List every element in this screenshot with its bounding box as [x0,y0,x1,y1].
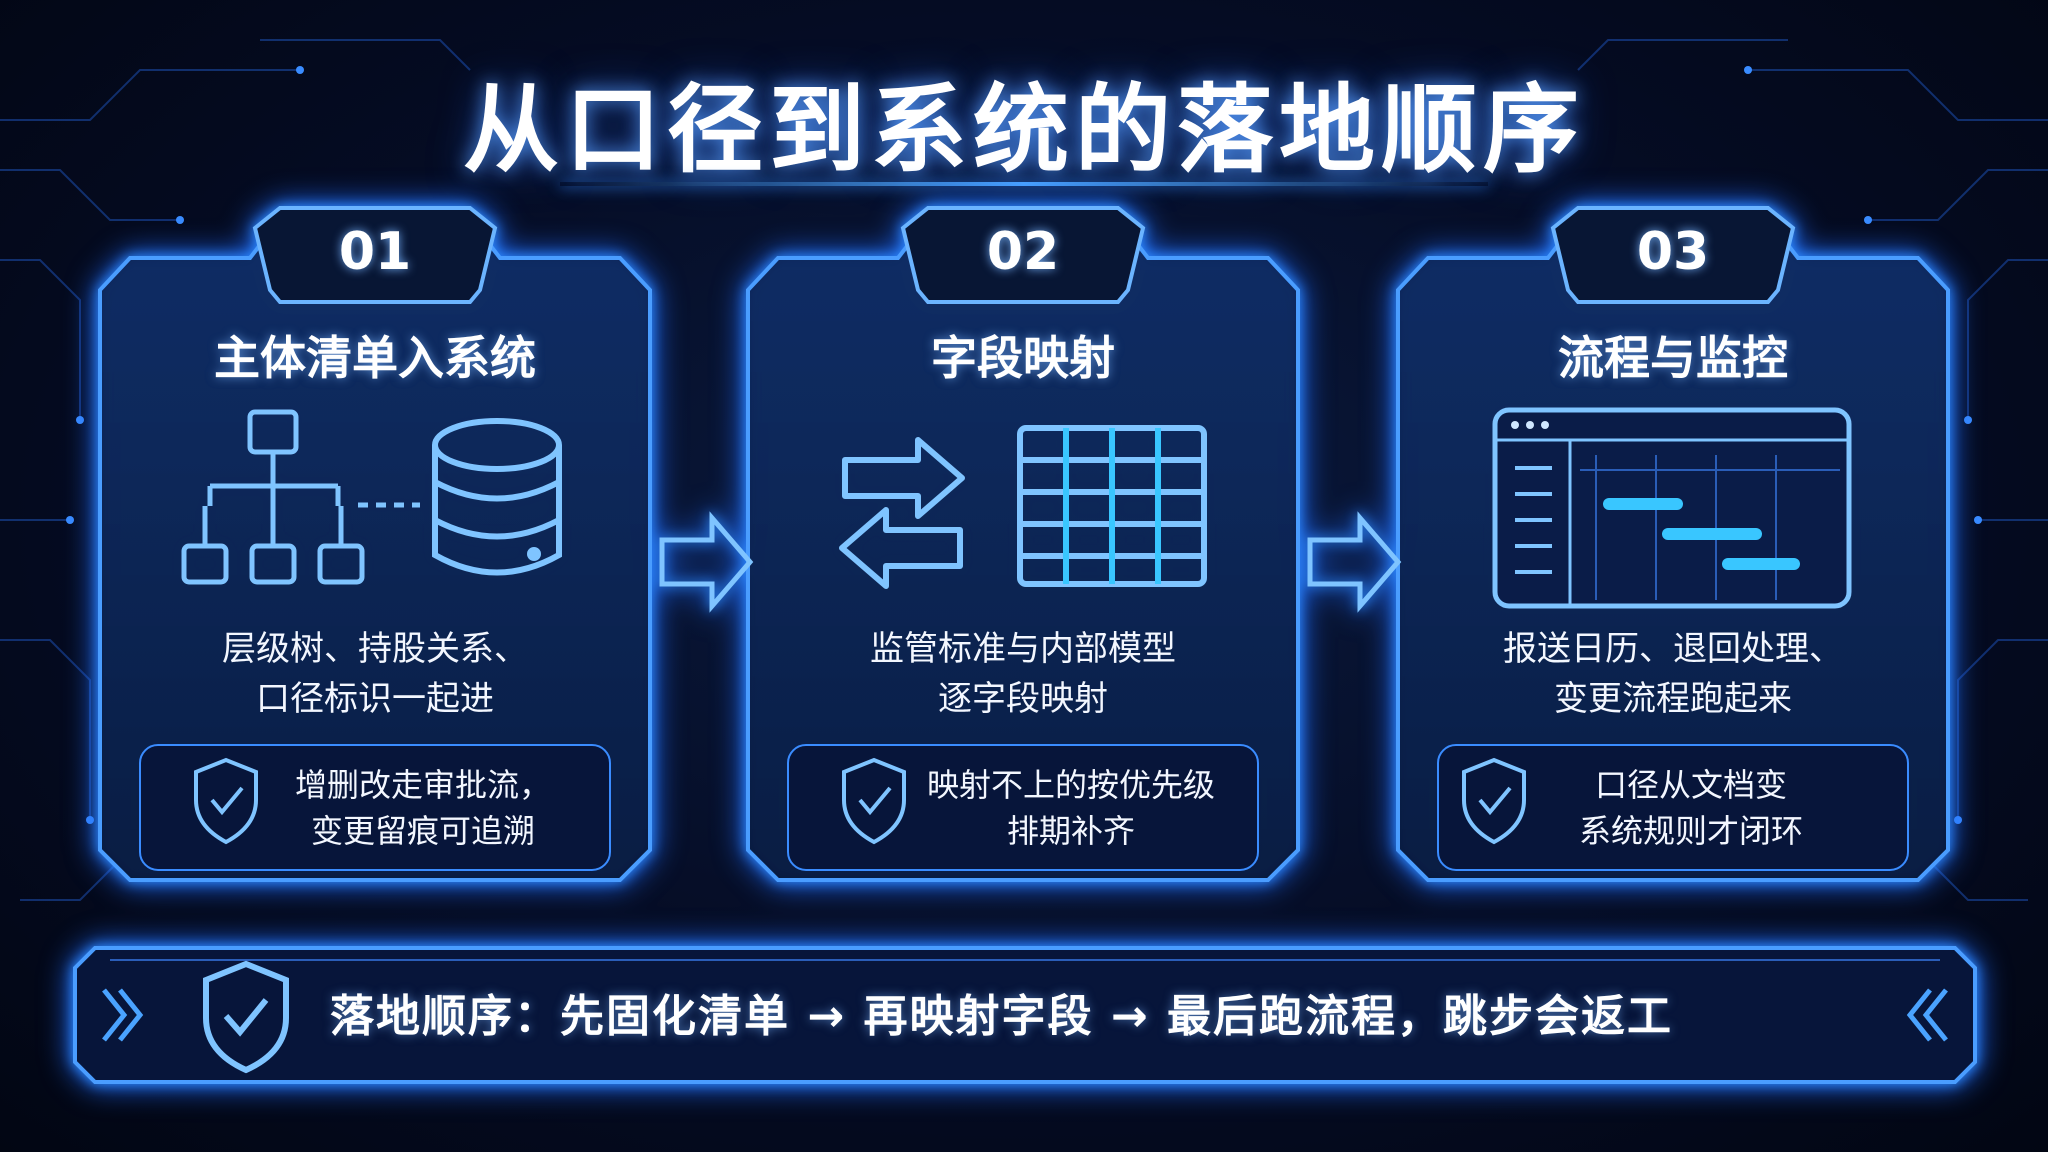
hierarchy-tree-icon [181,409,365,585]
flow-arrow-2-icon [1307,511,1402,613]
step-note-line: 排期补齐 [1006,812,1135,850]
summary-text: 落地顺序：先固化清单 → 再映射字段 → 最后跑流程，跳步会返工 [330,991,1674,1042]
shield-check-icon [842,757,906,845]
double-chevron-right-icon [102,988,144,1042]
page-title: 从口径到系统的落地顺序 [463,74,1585,186]
step-note-line: 映射不上的按优先级 [926,766,1215,804]
shield-check-icon [1462,757,1526,845]
flow-arrow-1-icon [659,511,754,613]
step-note-line: 系统规则才闭环 [1578,812,1803,850]
step-note-1: 增删改走审批流， 变更留痕可追溯 [258,762,588,854]
step-title-3: 流程与监控 [1558,331,1788,385]
step-description-line: 监管标准与内部模型 [870,629,1176,669]
step-description-line: 变更流程跑起来 [1554,679,1792,719]
step-note-line: 变更留痕可追溯 [310,812,535,850]
step-note-line: 口径从文档变 [1594,766,1787,804]
step-number-2: 02 [986,222,1060,282]
step-description-line: 层级树、持股关系、 [222,629,528,669]
step-description-2: 监管标准与内部模型 逐字段映射 [763,624,1283,724]
step-title-2: 字段映射 [931,331,1115,385]
double-chevron-left-icon [1906,988,1948,1042]
swap-arrows-icon [839,437,965,589]
table-grid-icon [1017,425,1207,587]
step-number-1: 01 [338,222,412,282]
step-description-3: 报送日历、退回处理、 变更流程跑起来 [1413,624,1933,724]
gantt-dashboard-icon [1492,407,1852,609]
step-note-2: 映射不上的按优先级 排期补齐 [906,762,1236,854]
step-note-3: 口径从文档变 系统规则才闭环 [1526,762,1856,854]
step-description-line: 报送日历、退回处理、 [1503,629,1843,669]
step-number-3: 03 [1636,222,1710,282]
step-description-1: 层级树、持股关系、 口径标识一起进 [115,624,635,724]
step-note-line: 增删改走审批流， [294,766,551,804]
step-description-line: 口径标识一起进 [256,679,494,719]
database-icon [432,418,562,576]
shield-check-icon [203,960,289,1074]
summary-banner [73,946,1977,1084]
step-title-1: 主体清单入系统 [214,331,536,385]
title-underline [560,182,1488,186]
shield-check-icon [194,757,258,845]
step-description-line: 逐字段映射 [938,679,1108,719]
step-card-1 [98,206,652,882]
